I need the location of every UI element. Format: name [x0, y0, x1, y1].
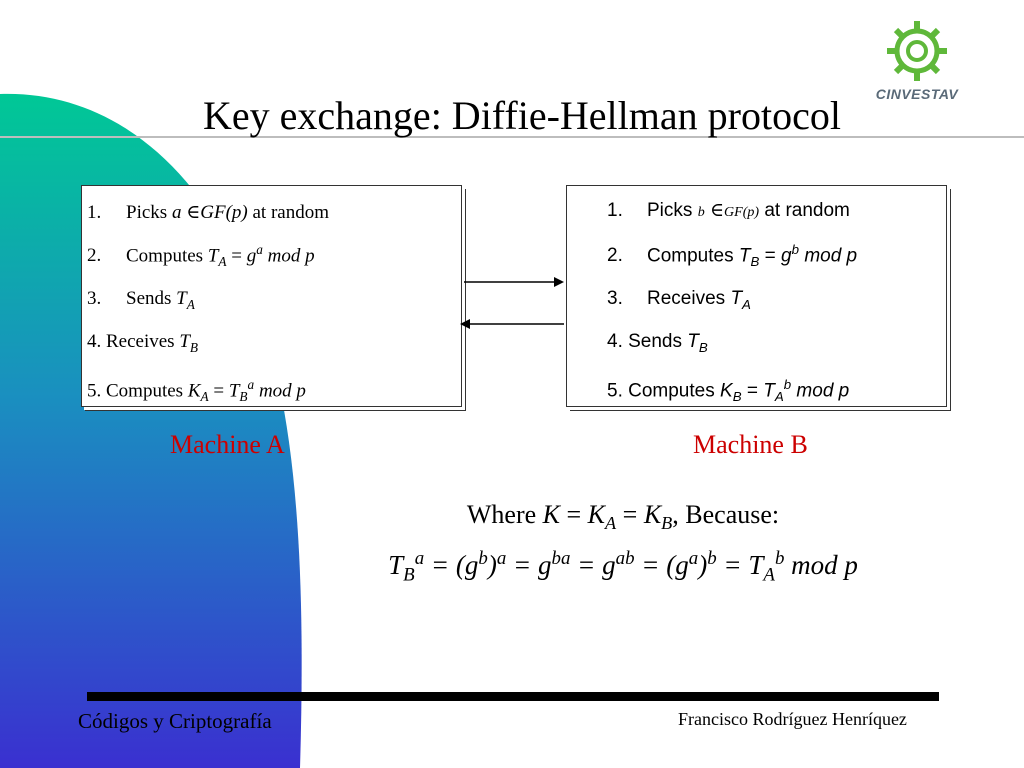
- conclusion-formula: TBa = (gb)a = gba = gab = (ga)b = TAb mo…: [388, 548, 858, 586]
- footer-course-name: Códigos y Criptografía: [78, 709, 272, 733]
- machine-b-steps-box: 1.Picks b ∈GF(p) at random 2.Computes TB…: [566, 185, 947, 407]
- machine-a-steps-box: 1.Picks a ∈GF(p) at random 2.Computes TA…: [81, 185, 462, 407]
- machine-b-step-3: 3.Receives TA: [607, 288, 751, 312]
- footer-author-name: Francisco Rodríguez Henríquez: [678, 709, 907, 729]
- arrow-right-icon: [464, 277, 564, 287]
- machine-b-step-2: 2.Computes TB = gb mod p: [607, 242, 858, 270]
- machine-a-step-4: 4. Receives TB: [87, 330, 199, 355]
- cinvestav-logo: CINVESTAV: [872, 18, 962, 104]
- element-of-icon: ∈: [709, 199, 725, 221]
- footer-divider: [87, 692, 939, 701]
- machine-a-label: Machine A: [170, 430, 285, 459]
- gear-logo-icon: [887, 21, 947, 81]
- logo-text: CINVESTAV: [875, 86, 959, 102]
- slide-title: Key exchange: Diffie-Hellman protocol: [203, 93, 841, 138]
- machine-a-step-1: 1.Picks a ∈GF(p) at random: [87, 201, 330, 223]
- machine-b-step-1: 1.Picks b ∈GF(p) at random: [607, 199, 850, 221]
- machine-a-step-2: 2.Computes TA = ga mod p: [87, 242, 315, 270]
- title-underline: [0, 136, 1024, 138]
- machine-b-step-4: 4. Sends TB: [607, 330, 708, 355]
- machine-b-step-5: 5. Computes KB = TAb mod p: [607, 376, 850, 404]
- conclusion-where-line: Where K = KA = KB, Because:: [466, 500, 780, 534]
- machine-a-step-3: 3.Sends TA: [87, 288, 195, 312]
- element-of-icon: ∈: [186, 201, 201, 223]
- machine-b-label: Machine B: [693, 430, 808, 459]
- arrow-left-icon: [460, 319, 564, 329]
- machine-a-step-5: 5. Computes KA = TBa mod p: [87, 376, 306, 404]
